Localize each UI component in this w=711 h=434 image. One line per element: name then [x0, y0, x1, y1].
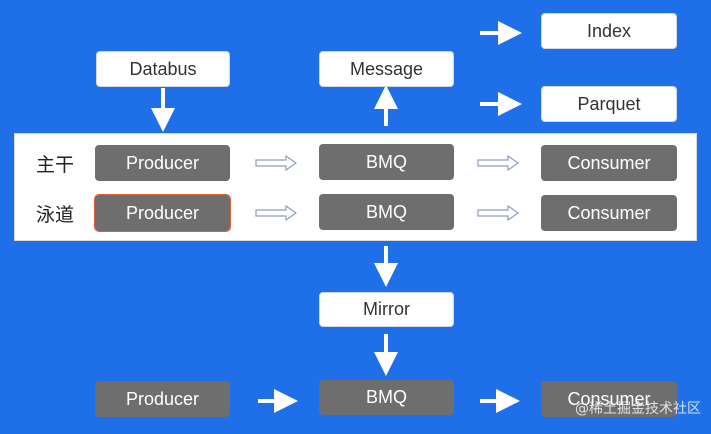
message-label: Message: [349, 58, 424, 79]
main-row-label: 主干: [36, 154, 75, 176]
bottom-consumer-label: Consumer: [567, 388, 651, 409]
mirror-node[interactable]: Mirror: [319, 292, 454, 327]
hollow-arrow-swim-2: [477, 204, 520, 222]
watermark-text: @稀土掘金技术社区: [575, 401, 701, 417]
parquet-node[interactable]: Parquet: [541, 86, 677, 122]
main-bmq-label: BMQ: [365, 151, 407, 172]
mirror-label: Mirror: [363, 299, 410, 319]
hollow-arrow-main-1: [255, 154, 298, 172]
main-producer-node[interactable]: Producer: [95, 145, 230, 181]
swim-bmq-node[interactable]: BMQ: [319, 194, 454, 230]
main-producer-label: Producer: [125, 152, 200, 173]
bottom-producer-label: Producer: [125, 388, 200, 409]
parquet-label: Parquet: [577, 93, 641, 114]
bottom-bmq-label: BMQ: [365, 387, 407, 407]
bottom-consumer-node[interactable]: Consumer: [541, 381, 677, 417]
swim-row-label: 泳道: [36, 204, 75, 226]
databus-node[interactable]: Databus: [96, 51, 230, 87]
swim-producer-node[interactable]: Producer: [94, 194, 231, 232]
swim-consumer-label: Consumer: [567, 202, 651, 223]
main-bmq-node[interactable]: BMQ: [319, 144, 454, 180]
swim-producer-label: Producer: [125, 202, 200, 223]
main-consumer-label: Consumer: [567, 152, 651, 173]
hollow-arrow-main-2: [477, 154, 520, 172]
index-label: Index: [586, 20, 632, 41]
main-consumer-node[interactable]: Consumer: [541, 145, 677, 181]
swim-bmq-label: BMQ: [365, 201, 407, 222]
databus-label: Databus: [129, 58, 197, 79]
bottom-producer-node[interactable]: Producer: [95, 381, 230, 417]
index-node[interactable]: Index: [541, 13, 677, 49]
message-node[interactable]: Message: [319, 51, 454, 87]
bottom-bmq-node[interactable]: BMQ: [319, 380, 454, 415]
hollow-arrow-swim-1: [255, 204, 298, 222]
swim-consumer-node[interactable]: Consumer: [541, 195, 677, 231]
